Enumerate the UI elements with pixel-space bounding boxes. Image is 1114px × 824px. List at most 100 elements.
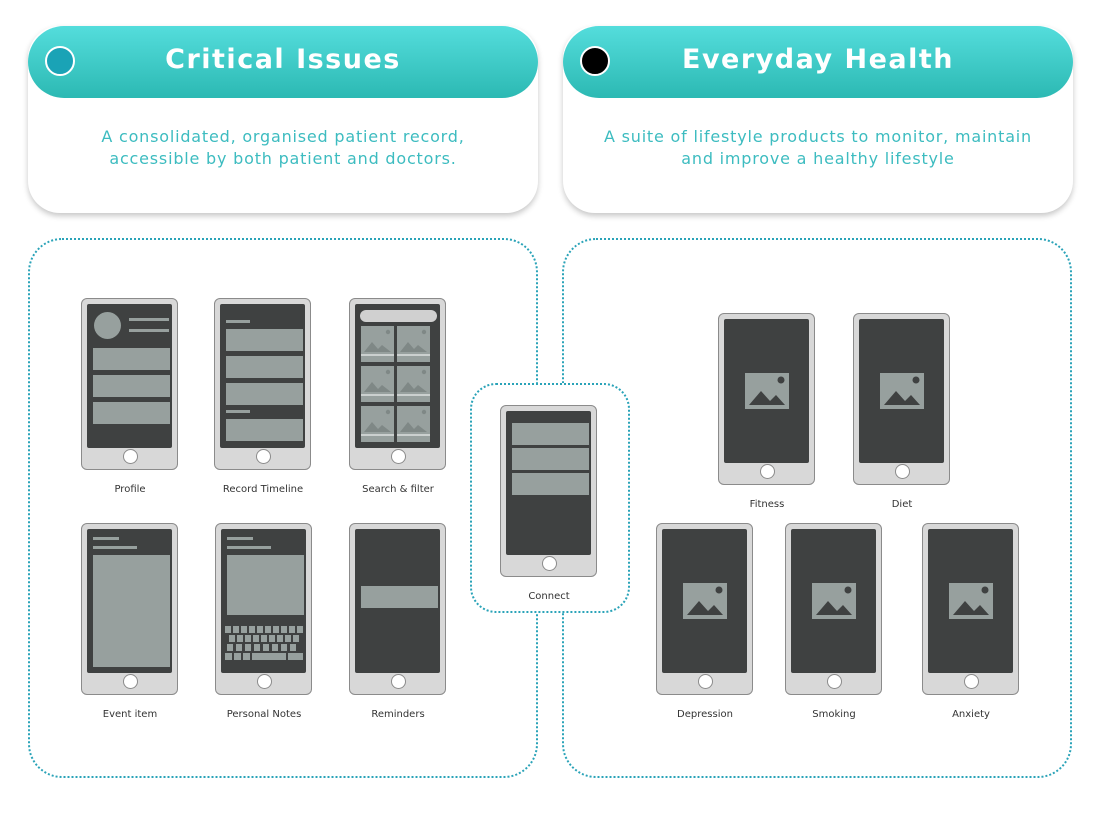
image-placeholder-icon	[683, 583, 727, 619]
keyboard-key	[281, 626, 287, 633]
keyboard-key	[253, 635, 259, 642]
keyboard-key	[227, 644, 233, 651]
diet-phone	[853, 313, 950, 485]
home-button	[895, 464, 910, 479]
keyboard-key	[263, 644, 269, 651]
depression-phone	[656, 523, 753, 695]
profile-block	[93, 402, 170, 424]
profile-phone	[81, 298, 178, 470]
smoking-label: Smoking	[812, 709, 856, 720]
keyboard-key	[237, 635, 243, 642]
home-button	[256, 449, 271, 464]
critical-issues-title: Critical Issues	[165, 44, 401, 75]
keyboard-key	[293, 635, 299, 642]
notes-text-area	[227, 555, 304, 615]
depression-label: Depression	[677, 709, 733, 720]
fitness-screen	[724, 319, 809, 463]
keyboard-key	[269, 635, 275, 642]
image-placeholder-icon	[397, 409, 430, 436]
event-content	[93, 555, 170, 667]
timeline-heading-line	[226, 410, 250, 413]
search-filter-screen	[355, 304, 440, 448]
keyboard-key	[257, 626, 263, 633]
keyboard-key	[289, 626, 295, 633]
personal-notes-phone	[215, 523, 312, 695]
critical-issues-header: Critical Issues	[28, 26, 538, 98]
smoking-screen	[791, 529, 876, 673]
keyboard-key	[225, 626, 231, 633]
depression-screen	[662, 529, 747, 673]
home-button	[698, 674, 713, 689]
timeline-entry	[226, 419, 303, 441]
timeline-entry	[226, 356, 303, 378]
image-placeholder-icon	[745, 373, 789, 409]
image-tile	[361, 326, 394, 362]
image-placeholder-icon	[880, 373, 924, 409]
keyboard-key	[234, 653, 241, 660]
keyboard-key	[254, 644, 260, 651]
record-timeline-phone	[214, 298, 311, 470]
keyboard-key	[265, 626, 271, 633]
reminders-screen	[355, 529, 440, 673]
anxiety-screen	[928, 529, 1013, 673]
fitness-label: Fitness	[749, 499, 785, 510]
image-placeholder-icon	[949, 583, 993, 619]
profile-block	[93, 348, 170, 370]
home-button	[827, 674, 842, 689]
profile-detail-line	[129, 329, 169, 332]
keyboard-key	[229, 635, 235, 642]
keyboard-key	[281, 644, 287, 651]
everyday-health-title: Everyday Health	[682, 44, 954, 75]
home-button	[123, 449, 138, 464]
keyboard-key	[245, 635, 251, 642]
smoking-phone	[785, 523, 882, 695]
timeline-entry	[226, 329, 303, 351]
avatar	[94, 312, 121, 339]
everyday-health-card: Everyday Health A suite of lifestyle pro…	[563, 26, 1073, 213]
profile-block	[93, 375, 170, 397]
keyboard-key	[273, 626, 279, 633]
keyboard-key	[243, 653, 250, 660]
home-button	[542, 556, 557, 571]
timeline-heading-line	[226, 320, 250, 323]
keyboard-key	[236, 644, 242, 651]
profile-label: Profile	[114, 484, 146, 495]
everyday-health-dot-icon	[580, 46, 610, 76]
reminders-phone	[349, 523, 446, 695]
search-bar	[360, 310, 437, 322]
profile-name-line	[129, 318, 169, 321]
keyboard-key	[233, 626, 239, 633]
image-placeholder-icon	[361, 409, 394, 436]
image-placeholder-icon	[397, 329, 430, 356]
image-placeholder-icon	[397, 369, 430, 396]
image-tile	[397, 326, 430, 362]
everyday-health-header: Everyday Health	[563, 26, 1073, 98]
connect-block	[512, 448, 589, 470]
keyboard-key	[241, 626, 247, 633]
event-item-screen	[87, 529, 172, 673]
event-subtitle-line	[93, 546, 137, 549]
home-button	[391, 449, 406, 464]
anxiety-label: Anxiety	[952, 709, 990, 720]
record-timeline-screen	[220, 304, 305, 448]
record-timeline-label: Record Timeline	[222, 484, 304, 495]
connect-block	[512, 473, 589, 495]
notes-title-line	[227, 537, 253, 540]
personal-notes-screen	[221, 529, 306, 673]
keyboard-key	[272, 644, 278, 651]
keyboard-key	[261, 635, 267, 642]
image-tile	[361, 406, 394, 442]
reminder-banner	[361, 586, 438, 608]
home-button	[760, 464, 775, 479]
connect-label: Connect	[528, 591, 570, 602]
fitness-phone	[718, 313, 815, 485]
home-button	[257, 674, 272, 689]
image-placeholder-icon	[812, 583, 856, 619]
image-placeholder-icon	[361, 369, 394, 396]
timeline-entry	[226, 383, 303, 405]
profile-screen	[87, 304, 172, 448]
image-tile	[361, 366, 394, 402]
diet-screen	[859, 319, 944, 463]
anxiety-phone	[922, 523, 1019, 695]
keyboard-key	[285, 635, 291, 642]
